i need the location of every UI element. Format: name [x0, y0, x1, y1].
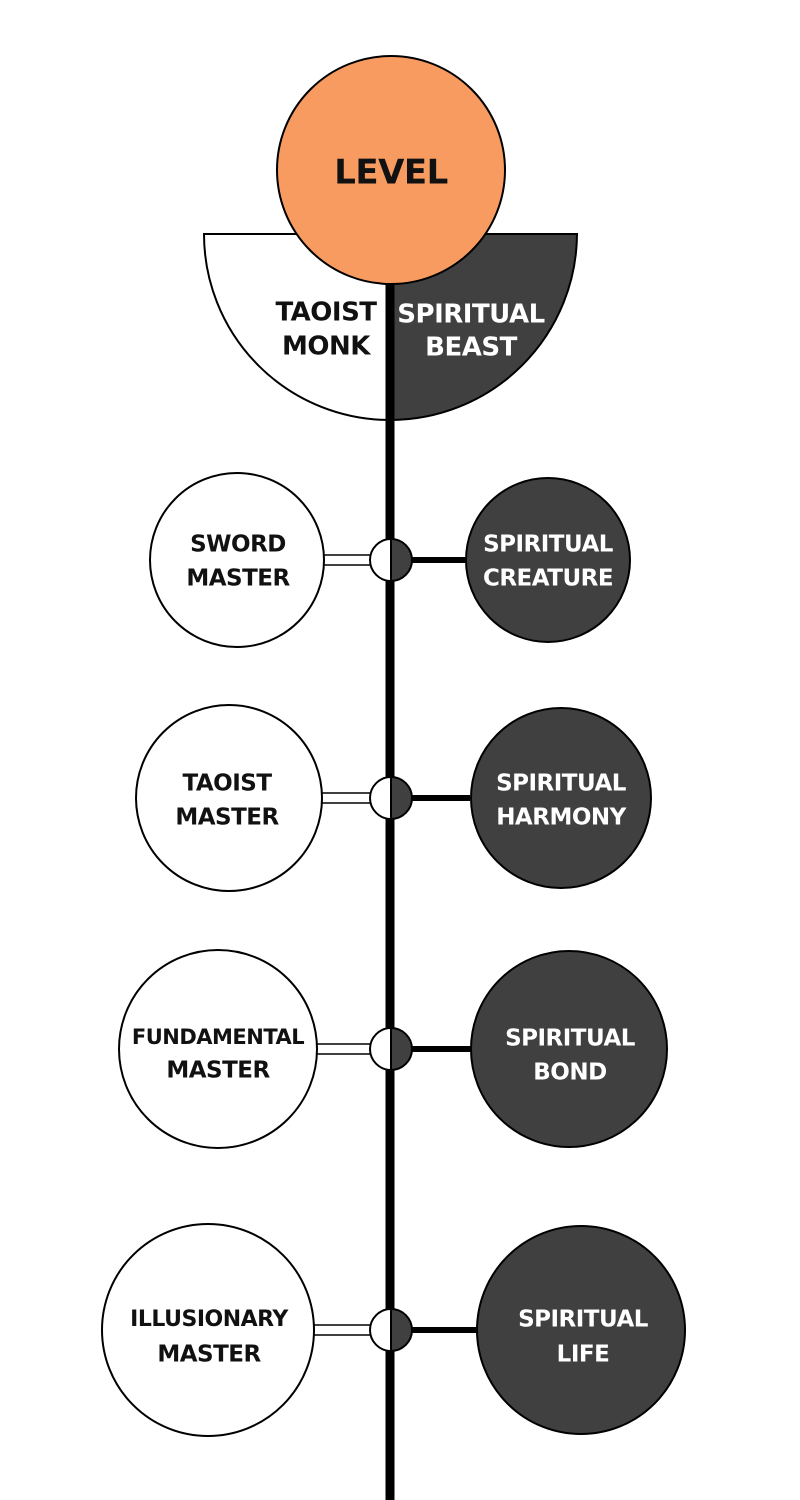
spiritual-harmony-label-line1: SPIRITUAL — [496, 771, 627, 797]
spiritual-harmony-label-line2: HARMONY — [496, 805, 626, 831]
spiritual-harmony-circle — [470, 707, 652, 889]
taoist-monk-label-line2: MONK — [282, 332, 371, 362]
taoist-master-label-line2: MASTER — [175, 805, 279, 831]
junction-node — [390, 537, 413, 583]
level-row-4: ILLUSIONARY MASTER SPIRITUAL LIFE — [101, 1223, 686, 1437]
level-title: LEVEL — [334, 153, 448, 193]
fundamental-master-circle — [118, 949, 318, 1149]
level-row-3: FUNDAMENTAL MASTER SPIRITUAL BOND — [118, 949, 668, 1149]
spiritual-beast-label-line1: SPIRITUAL — [397, 300, 544, 330]
taoist-master-label-line1: TAOIST — [182, 771, 272, 797]
illusionary-master-label-line2: MASTER — [157, 1342, 261, 1368]
illusionary-master-circle — [101, 1223, 315, 1437]
level-row-2: TAOIST MASTER SPIRITUAL HARMONY — [135, 704, 652, 892]
spiritual-bond-label-line2: BOND — [533, 1060, 606, 1086]
spiritual-creature-label-line2: CREATURE — [483, 566, 613, 592]
sword-master-label-line1: SWORD — [190, 532, 286, 558]
junction-node — [369, 1307, 392, 1353]
junction-node — [390, 1026, 413, 1072]
junction-node — [390, 1307, 413, 1353]
spiritual-beast-half-disc — [389, 233, 579, 422]
spiritual-life-circle — [476, 1225, 686, 1435]
taoist-master-circle — [135, 704, 323, 892]
spiritual-life-label-line2: LIFE — [557, 1342, 610, 1368]
sword-master-label-line2: MASTER — [186, 566, 290, 592]
spiritual-bond-label-line1: SPIRITUAL — [505, 1026, 636, 1052]
spiritual-creature-label-line1: SPIRITUAL — [483, 532, 614, 558]
junction-node — [369, 1026, 392, 1072]
fundamental-master-label-line2: MASTER — [166, 1058, 270, 1084]
level-row-1: SWORD MASTER SPIRITUAL CREATURE — [149, 472, 631, 648]
spiritual-creature-circle — [465, 477, 631, 643]
junction-node — [369, 537, 392, 583]
taoist-monk-label-line1: TAOIST — [275, 298, 377, 328]
spiritual-life-label-line1: SPIRITUAL — [518, 1307, 649, 1333]
illusionary-master-label-line1: ILLUSIONARY — [130, 1307, 289, 1332]
fundamental-master-label-line1: FUNDAMENTAL — [132, 1025, 304, 1049]
sword-master-circle — [149, 472, 325, 648]
junction-node — [390, 775, 413, 821]
spiritual-beast-label-line2: BEAST — [425, 333, 517, 363]
junction-node — [369, 775, 392, 821]
level-circle — [276, 55, 506, 285]
taoist-monk-half-disc — [202, 233, 391, 422]
spiritual-bond-circle — [470, 950, 668, 1148]
